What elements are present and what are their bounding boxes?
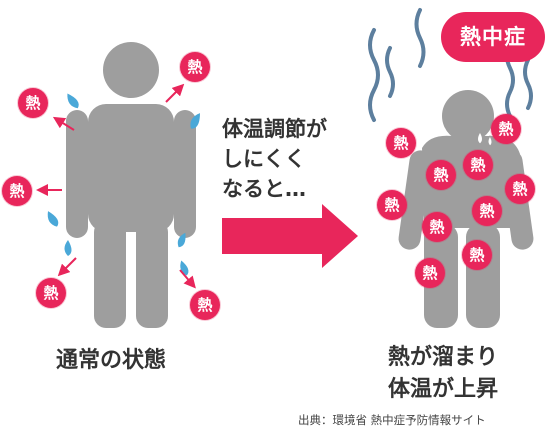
heat-icon: 熱 <box>462 240 492 270</box>
heat-icon: 熱 <box>180 52 210 82</box>
heat-icon: 熱 <box>426 160 456 190</box>
person-figure-normal <box>66 42 196 328</box>
heat-icon: 熱 <box>491 114 521 144</box>
heat-icon: 熱 <box>18 88 48 118</box>
forehead-sweat <box>477 131 493 147</box>
source-credit: 出典：環境省 熱中症予防情報サイト <box>298 413 486 427</box>
heat-icon: 熱 <box>2 176 32 206</box>
normal-state-caption: 通常の状態 <box>56 348 167 373</box>
heat-icon: 熱 <box>415 258 445 288</box>
transition-text-line: なると… <box>222 177 306 201</box>
heat-icon: 熱 <box>36 278 66 308</box>
heat-icon: 熱 <box>472 196 502 226</box>
transition-text-line: しにくく <box>222 147 306 171</box>
heat-release-arrows <box>36 83 196 289</box>
heatstroke-badge: 熱中症 <box>441 12 545 62</box>
heat-icon: 熱 <box>463 150 493 180</box>
heat-icon: 熱 <box>377 190 407 220</box>
transition-text-line: 体温調節が <box>222 117 327 141</box>
heat-icon: 熱 <box>386 128 416 158</box>
overheated-caption: 熱が溜まり 体温が上昇 <box>388 342 498 406</box>
transition-arrow <box>222 204 358 268</box>
transition-text: 体温調節が しにくく なると… <box>222 114 372 204</box>
overheated-caption-line: 体温が上昇 <box>388 377 499 402</box>
heat-icon: 熱 <box>190 290 220 320</box>
heat-icon: 熱 <box>505 174 535 204</box>
heat-icon: 熱 <box>422 212 452 242</box>
overheated-caption-line: 熱が溜まり <box>388 345 499 370</box>
